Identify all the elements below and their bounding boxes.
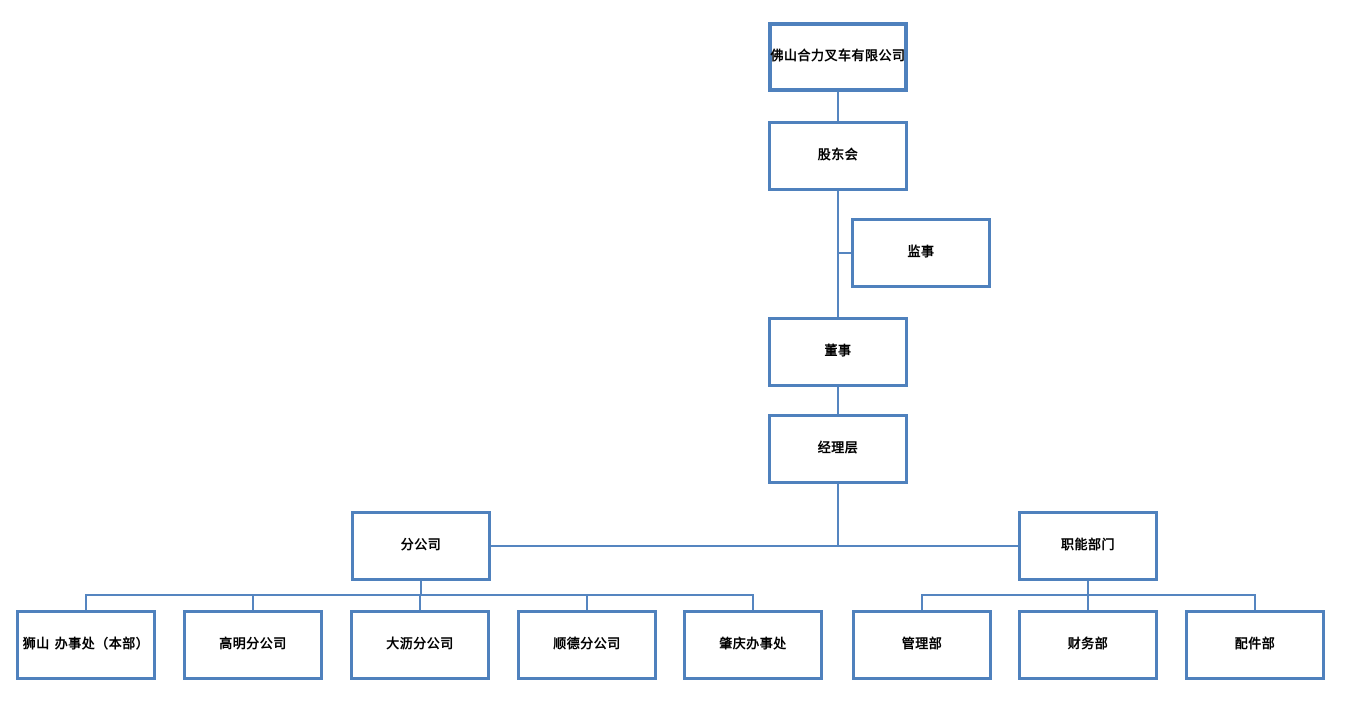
org-node-label: 经理层 bbox=[817, 440, 859, 456]
org-node-label: 股东会 bbox=[817, 147, 859, 163]
connector-line-horizontal bbox=[491, 545, 1018, 547]
org-node-shunde-branch: 顺德分公司 bbox=[517, 610, 657, 680]
org-node-label: 监事 bbox=[907, 244, 935, 260]
connector-line-vertical bbox=[837, 92, 839, 121]
org-node-management-level: 经理层 bbox=[768, 414, 908, 484]
org-node-dali-branch: 大沥分公司 bbox=[350, 610, 490, 680]
org-node-shishan-office-hq: 狮山 办事处（本部） bbox=[16, 610, 156, 680]
org-node-label: 财务部 bbox=[1067, 636, 1109, 652]
org-node-label: 肇庆办事处 bbox=[719, 636, 787, 652]
connector-line-horizontal bbox=[838, 252, 851, 254]
connector-line-vertical bbox=[252, 595, 254, 610]
connector-line-vertical bbox=[586, 595, 588, 610]
connector-line-vertical bbox=[837, 484, 839, 547]
org-node-director: 董事 bbox=[768, 317, 908, 387]
org-node-zhaoqing-office: 肇庆办事处 bbox=[683, 610, 823, 680]
org-node-label: 高明分公司 bbox=[219, 636, 287, 652]
connector-line-vertical bbox=[1254, 595, 1256, 610]
connector-line-vertical bbox=[1087, 595, 1089, 610]
connector-line-vertical bbox=[837, 387, 839, 414]
org-node-management-dept: 管理部 bbox=[852, 610, 992, 680]
org-node-functional-departments: 职能部门 bbox=[1018, 511, 1158, 581]
org-node-shareholders: 股东会 bbox=[768, 121, 908, 191]
org-node-label: 董事 bbox=[824, 343, 852, 359]
connector-line-vertical bbox=[752, 595, 754, 610]
org-node-label: 佛山合力叉车有限公司 bbox=[770, 48, 906, 64]
org-node-label: 分公司 bbox=[400, 537, 442, 553]
org-node-finance-dept: 财务部 bbox=[1018, 610, 1158, 680]
org-node-label: 大沥分公司 bbox=[386, 636, 454, 652]
connector-line-vertical bbox=[85, 595, 87, 610]
org-node-label: 顺德分公司 bbox=[553, 636, 621, 652]
org-node-label: 职能部门 bbox=[1060, 537, 1115, 553]
org-node-label: 管理部 bbox=[901, 636, 943, 652]
org-node-parts-dept: 配件部 bbox=[1185, 610, 1325, 680]
org-node-gaoming-branch: 高明分公司 bbox=[183, 610, 323, 680]
org-node-root: 佛山合力叉车有限公司 bbox=[768, 22, 908, 92]
org-node-label: 狮山 办事处（本部） bbox=[22, 636, 150, 652]
org-node-supervisor: 监事 bbox=[851, 218, 991, 288]
connector-line-vertical bbox=[921, 595, 923, 610]
org-node-branch-companies: 分公司 bbox=[351, 511, 491, 581]
connector-line-vertical bbox=[419, 595, 421, 610]
connector-line-vertical bbox=[1087, 581, 1089, 596]
connector-line-vertical bbox=[420, 581, 422, 596]
org-node-label: 配件部 bbox=[1234, 636, 1276, 652]
